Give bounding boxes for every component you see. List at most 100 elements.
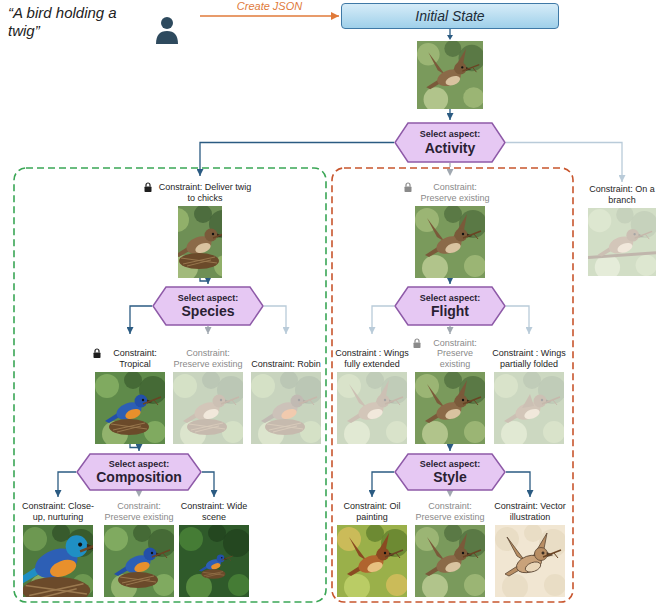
connector [449,278,450,284]
connector [506,143,622,183]
aspect-name: Activity [425,140,476,156]
constraint-label-area: Constraint: On a branch [582,184,662,206]
constraint-text: Constraint : Wings fully extended [335,348,409,370]
aspect-prefix: Select aspect: [109,459,170,469]
connector [506,472,530,497]
constraint-label-row: Constraint: Wide scene [177,501,251,523]
constraint-node: Constraint: Preserve existing [413,499,487,597]
constraint-text: Constraint: Close-up, nurturing [21,501,95,523]
constraint-label-area: Constraint: Vector illustration [493,499,567,523]
lock-icon [93,348,101,358]
aspect-hexagon: Select aspect:Style [394,453,506,491]
connector [200,143,394,177]
constraint-text: Constraint: Oil painting [335,501,409,523]
aspect-name: Style [433,469,466,485]
connector [130,306,152,334]
group-border [14,168,326,602]
constraint-node: Constraint: Preserve existing [171,336,245,444]
constraint-node: Constraint: On a branch [582,184,662,276]
constraint-label-row: Constraint : Wings fully extended [335,348,409,370]
connector [130,444,139,451]
constraint-node: Constraint: Deliver twig to chicks [144,178,256,278]
bird-image [588,208,656,276]
constraint-label-row: Constraint: Tropical [93,348,167,370]
connector [449,109,450,120]
connector [506,306,529,334]
constraint-label-row: Constraint: Preserve existing [413,338,487,370]
constraint-text: Constraint: Preserve existing [102,501,176,523]
constraint-label-area: Constraint: Preserve existing [102,499,176,523]
constraint-label-area: Constraint: Deliver twig to chicks [144,178,256,204]
connector [449,326,450,334]
bird-image [95,372,165,444]
bird-image [415,525,485,597]
constraint-node: Constraint : Wings partially folded [492,336,566,444]
connector [200,278,208,284]
constraint-node: Constraint: Tropical [93,336,167,444]
bird-image [495,525,565,597]
connector [372,306,394,334]
connector [58,472,76,497]
constraint-label-row: Constraint: Deliver twig to chicks [144,182,256,204]
aspect-name: Species [182,303,235,319]
constraint-label-row: Constraint: Vector illustration [493,501,567,523]
constraint-text: Constraint: Vector illustration [493,501,567,523]
constraint-label-row: Constraint: Preserve existing [413,501,487,523]
constraint-label-area: Constraint: Oil painting [335,499,409,523]
constraint-text: Constraint: Preserve existing [413,501,487,523]
state-box: Initial State [341,3,559,109]
bird-image [415,372,485,444]
prompt-text: “A bird holding a twig” [8,4,126,40]
connector [372,472,394,497]
bird-image [173,372,243,444]
lock-icon [413,338,421,348]
lock-icon [404,182,412,192]
constraint-label-row: Constraint: Preserve existing [404,182,496,204]
bird-image [23,525,93,597]
constraint-text: Constraint: Wide scene [177,501,251,523]
aspect-prefix: Select aspect: [420,129,481,139]
constraint-node: Constraint: Preserve existing [413,336,487,444]
constraint-label-area: Constraint: Robin [249,336,323,370]
bird-image [179,525,249,597]
constraint-node: Constraint: Close-up, nurturing [21,499,95,597]
constraint-text: Constraint: On a branch [582,184,662,206]
hexagon-content: Select aspect:Composition [76,453,202,491]
lock-icon [144,182,152,192]
aspect-hexagon: Select aspect:Flight [394,286,506,326]
aspect-prefix: Select aspect: [420,459,481,469]
hexagon-content: Select aspect:Flight [394,286,506,326]
bird-image [494,372,564,444]
constraint-text: Constraint: Preserve existing [414,182,496,204]
constraint-label-area: Constraint : Wings fully extended [335,336,409,370]
constraint-text: Constraint : Wings partially folded [492,348,566,370]
person-icon [154,16,180,44]
bird-image [337,525,407,597]
constraint-label-row: Constraint: Close-up, nurturing [21,501,95,523]
aspect-hexagon: Select aspect:Composition [76,453,202,491]
constraint-node: Constraint : Wings fully extended [335,336,409,444]
aspect-name: Composition [96,469,182,485]
hexagon-content: Select aspect:Style [394,453,506,491]
bird-image [251,372,321,444]
bird-image [417,41,483,109]
connector [200,15,339,17]
connector [449,444,450,451]
constraint-text: Constraint: Preserve existing [171,348,245,370]
aspect-hexagon: Select aspect:Species [152,286,264,326]
aspect-hexagon: Select aspect:Activity [394,122,506,163]
constraint-label-area: Constraint: Close-up, nurturing [21,499,95,523]
state-title: Initial State [415,8,484,24]
bird-image [337,372,407,444]
constraint-label-area: Constraint: Preserve existing [171,336,245,370]
constraint-label-area: Constraint: Preserve existing [413,336,487,370]
state-box-frame: Initial State [341,3,559,29]
constraint-text: Constraint: Preserve existing [423,338,487,370]
aspect-prefix: Select aspect: [420,293,481,303]
constraint-label-area: Constraint: Preserve existing [413,499,487,523]
connector [449,491,450,497]
aspect-prefix: Select aspect: [178,293,239,303]
connector [264,306,286,334]
constraint-label-area: Constraint : Wings partially folded [492,336,566,370]
